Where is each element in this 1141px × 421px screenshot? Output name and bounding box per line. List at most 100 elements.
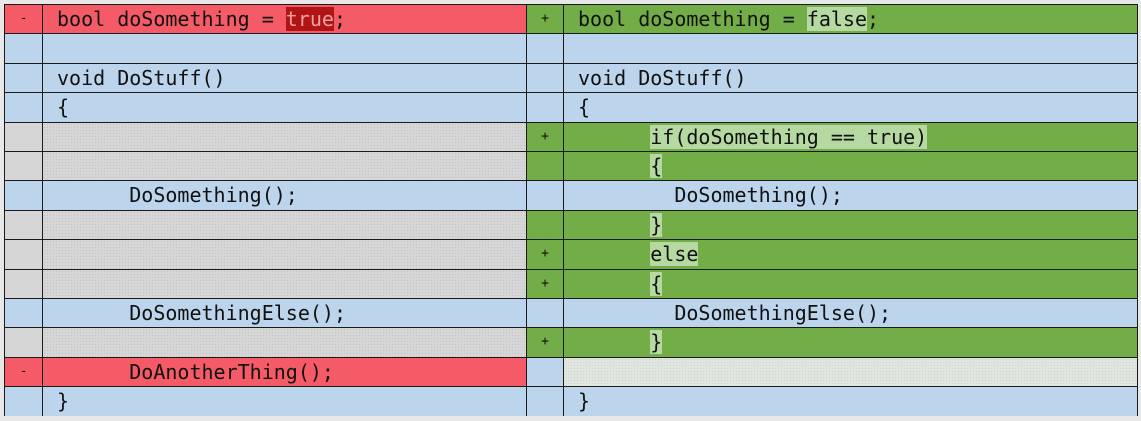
right-gutter-marker — [527, 34, 563, 63]
right-code-line[interactable]: bool doSomething = false; — [564, 5, 1137, 34]
changed-token: } — [650, 330, 663, 355]
left-code-line[interactable]: void DoStuff() — [43, 63, 526, 93]
left-gutter-marker — [5, 299, 42, 328]
code-text: void DoStuff() — [57, 65, 226, 90]
right-gutter-marker: + — [527, 5, 563, 34]
left-gutter-marker — [5, 122, 42, 151]
changed-token: } — [650, 212, 663, 237]
right-code-line[interactable]: void DoStuff() — [564, 63, 1137, 93]
diff-row: { — [5, 152, 1137, 181]
code-text: { — [578, 95, 591, 120]
right-code-line[interactable]: } — [564, 210, 1137, 240]
code-text — [578, 154, 650, 178]
right-gutter-marker: + — [527, 269, 563, 298]
code-text: bool doSomething = — [57, 7, 286, 31]
left-gutter-marker — [5, 240, 42, 269]
code-text: } — [57, 389, 70, 414]
left-gutter-marker — [5, 181, 42, 210]
right-gutter-marker — [527, 181, 563, 210]
right-gutter-marker: + — [527, 328, 563, 357]
code-text — [578, 272, 650, 296]
code-text: bool doSomething = — [578, 7, 807, 31]
diff-row: }} — [5, 387, 1137, 416]
left-code-line[interactable] — [43, 328, 526, 357]
left-code-line[interactable]: DoSomethingElse(); — [43, 299, 526, 328]
code-text: ; — [333, 7, 346, 31]
diff-row: + } — [5, 328, 1137, 357]
left-code-line[interactable]: } — [43, 387, 526, 416]
left-code-line[interactable] — [43, 34, 526, 63]
code-text: DoAnotherThing(); — [57, 359, 334, 384]
left-gutter-marker — [5, 387, 42, 416]
diff-view: -bool doSomething = true;+bool doSomethi… — [4, 4, 1138, 416]
changed-token: { — [650, 154, 663, 178]
left-code-line[interactable] — [43, 240, 526, 269]
changed-token: false — [806, 7, 867, 31]
code-text — [578, 213, 650, 237]
left-code-line[interactable] — [43, 122, 526, 151]
right-code-line[interactable]: DoSomething(); — [564, 181, 1137, 210]
left-code-line[interactable] — [43, 152, 526, 181]
right-gutter-marker — [527, 210, 563, 240]
code-text: ; — [867, 7, 880, 31]
right-code-line[interactable]: { — [564, 269, 1137, 298]
left-gutter-marker — [5, 328, 42, 357]
diff-row: DoSomething(); DoSomething(); — [5, 181, 1137, 210]
left-code-line[interactable]: bool doSomething = true; — [43, 5, 526, 34]
changed-token: if(doSomething == true) — [650, 124, 928, 149]
right-code-line[interactable]: DoSomethingElse(); — [564, 299, 1137, 328]
left-gutter-marker — [5, 152, 42, 181]
right-code-line[interactable]: if(doSomething == true) — [564, 122, 1137, 151]
right-gutter-marker: + — [527, 240, 563, 269]
diff-row — [5, 34, 1137, 63]
right-gutter-marker — [527, 152, 563, 181]
diff-row: DoSomethingElse(); DoSomethingElse(); — [5, 299, 1137, 328]
changed-token: { — [650, 271, 663, 296]
code-text: void DoStuff() — [578, 65, 747, 90]
left-code-line[interactable] — [43, 269, 526, 298]
diff-row: -bool doSomething = true;+bool doSomethi… — [5, 5, 1137, 34]
right-gutter-marker — [527, 387, 563, 416]
code-text: DoSomethingElse(); — [57, 301, 346, 325]
diff-row: {{ — [5, 93, 1137, 122]
right-code-line[interactable]: { — [564, 152, 1137, 181]
right-gutter-marker — [527, 93, 563, 122]
right-gutter-marker — [527, 299, 563, 328]
right-code-line[interactable]: else — [564, 240, 1137, 269]
left-gutter-marker: - — [5, 5, 42, 34]
diff-row: - DoAnotherThing(); — [5, 357, 1137, 387]
code-text: DoSomething(); — [578, 183, 843, 208]
code-text — [578, 242, 650, 266]
left-code-line[interactable]: DoSomething(); — [43, 181, 526, 210]
right-code-line[interactable]: } — [564, 328, 1137, 357]
left-code-line[interactable] — [43, 210, 526, 240]
right-gutter-marker — [527, 357, 563, 387]
left-gutter-marker — [5, 93, 42, 122]
code-text: DoSomething(); — [57, 183, 298, 208]
left-gutter-marker — [5, 210, 42, 240]
diff-row: + if(doSomething == true) — [5, 122, 1137, 152]
changed-token: true — [285, 7, 334, 31]
left-gutter-marker — [5, 269, 42, 298]
code-text: } — [578, 389, 591, 414]
code-text — [578, 330, 650, 354]
left-gutter-marker — [5, 63, 42, 93]
right-gutter-marker — [527, 63, 563, 93]
changed-token: else — [650, 242, 699, 267]
right-code-line[interactable]: } — [564, 387, 1137, 416]
diff-row: + { — [5, 269, 1137, 299]
diff-row: + else — [5, 240, 1137, 269]
code-text: DoSomethingElse(); — [578, 301, 892, 325]
right-code-line[interactable] — [564, 357, 1137, 387]
right-code-line[interactable] — [564, 34, 1137, 63]
left-gutter-marker — [5, 34, 42, 63]
code-text: { — [57, 95, 70, 120]
left-gutter-marker: - — [5, 357, 42, 387]
right-code-line[interactable]: { — [564, 93, 1137, 122]
left-code-line[interactable]: { — [43, 93, 526, 122]
diff-row: } — [5, 210, 1137, 240]
right-gutter-marker: + — [527, 122, 563, 151]
diff-row: void DoStuff() void DoStuff() — [5, 63, 1137, 93]
left-code-line[interactable]: DoAnotherThing(); — [43, 357, 526, 387]
code-text — [578, 125, 650, 149]
